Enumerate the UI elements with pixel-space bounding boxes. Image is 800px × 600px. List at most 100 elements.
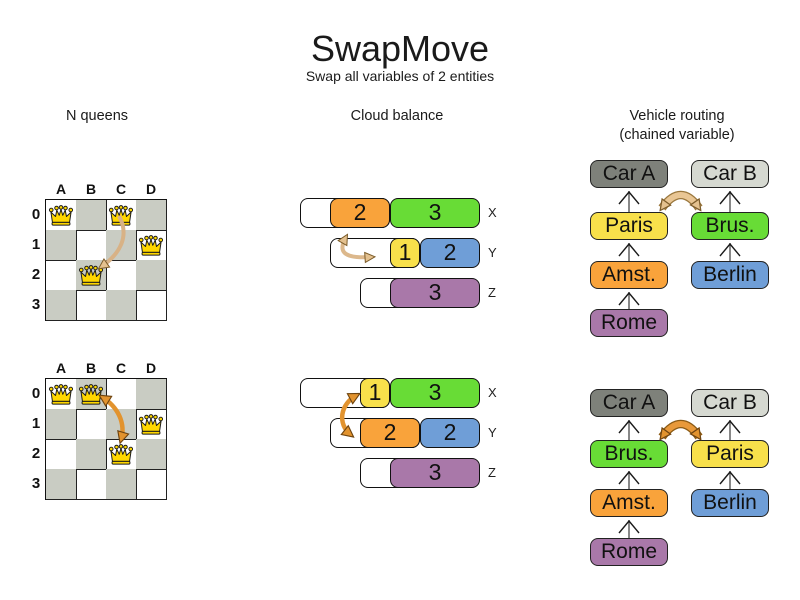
queen-A0 <box>46 200 76 230</box>
process-block-yellow: 1 <box>360 378 390 408</box>
board-cell-C2 <box>106 260 137 291</box>
swap-arrow-vehicle-after <box>662 421 699 437</box>
visit-box-rome: Rome <box>590 538 668 566</box>
nqueens-board-after: A B C D 0 1 2 3 <box>32 360 167 500</box>
board-cell-B1 <box>76 409 107 440</box>
board-row-label: 1 <box>31 236 41 253</box>
board-col-label: A <box>55 360 67 376</box>
board-cell-A3 <box>46 469 77 500</box>
swap-arrow-vehicle-before <box>662 192 699 208</box>
section-title-cloud-balance: Cloud balance <box>350 108 444 124</box>
computer-label-X: X <box>488 385 497 400</box>
visit-box-paris: Paris <box>691 440 769 468</box>
board-cell-D3 <box>136 469 167 500</box>
board-col-label: C <box>115 181 127 197</box>
swap-arrow-vehicle-after-outline <box>658 419 703 440</box>
queen-B0 <box>76 379 106 409</box>
queen-icon <box>138 414 164 435</box>
queen-icon <box>48 384 74 405</box>
process-block-orange: 2 <box>360 418 420 448</box>
board-row-label: 0 <box>31 206 41 223</box>
board-cell-D0 <box>136 200 167 231</box>
vehicle-box-car-a: Car A <box>590 389 668 417</box>
chain-link-arrowhead-icon <box>719 419 741 434</box>
board-row-label: 2 <box>31 445 41 462</box>
chain-link-arrowhead-icon <box>618 242 640 257</box>
chain-link-arrowhead-icon <box>618 190 640 205</box>
visit-box-amst-: Amst. <box>590 261 668 289</box>
vehicle-routing-title-line1: Vehicle routing <box>629 108 725 124</box>
board-cell-A2 <box>46 439 77 470</box>
process-block-blue: 2 <box>420 418 480 448</box>
chain-link-arrowhead-icon <box>719 190 741 205</box>
section-title-nqueens: N queens <box>65 108 129 124</box>
page-subtitle: Swap all variables of 2 entities <box>305 68 495 84</box>
queen-icon <box>78 384 104 405</box>
page-title: SwapMove <box>310 28 490 69</box>
process-block-purple: 3 <box>390 278 480 308</box>
swap-arrow-vehicle-before-outline <box>658 190 703 211</box>
queen-icon <box>108 205 134 226</box>
board-cell-D2 <box>136 439 167 470</box>
board-col-label: D <box>145 360 157 376</box>
visit-box-paris: Paris <box>590 212 668 240</box>
computer-label-Z: Z <box>488 285 496 300</box>
board-cell-C3 <box>106 469 137 500</box>
queen-icon <box>138 235 164 256</box>
board-cell-C1 <box>106 230 137 261</box>
chain-link-arrowhead-icon <box>618 291 640 306</box>
board-cell-A3 <box>46 290 77 321</box>
board-cell-B3 <box>76 290 107 321</box>
board-cell-B3 <box>76 469 107 500</box>
board-col-label: C <box>115 360 127 376</box>
visit-box-rome: Rome <box>590 309 668 337</box>
visit-box-berlin: Berlin <box>691 261 769 289</box>
computer-label-Y: Y <box>488 425 497 440</box>
queen-B2 <box>76 260 106 290</box>
queen-C0 <box>106 200 136 230</box>
board-row-label: 1 <box>31 415 41 432</box>
computer-label-X: X <box>488 205 497 220</box>
vehicle-box-car-b: Car B <box>691 389 769 417</box>
vehicle-box-car-b: Car B <box>691 160 769 188</box>
chain-link-arrowhead-icon <box>719 242 741 257</box>
process-block-green: 3 <box>390 378 480 408</box>
board-cell-A2 <box>46 260 77 291</box>
process-block-orange: 2 <box>330 198 390 228</box>
board-row-label: 0 <box>31 385 41 402</box>
board-cell-C0 <box>106 379 137 410</box>
board-cell-B2 <box>76 439 107 470</box>
board-cell-B0 <box>76 200 107 231</box>
chain-link-arrowhead-icon <box>618 419 640 434</box>
board-col-label: D <box>145 181 157 197</box>
vehicle-box-car-a: Car A <box>590 160 668 188</box>
board-cell-A1 <box>46 409 77 440</box>
process-block-green: 3 <box>390 198 480 228</box>
board-cell-C1 <box>106 409 137 440</box>
board-cell-C3 <box>106 290 137 321</box>
queen-C2 <box>106 439 136 469</box>
visit-box-brus-: Brus. <box>590 440 668 468</box>
chain-link-arrowhead-icon <box>618 470 640 485</box>
visit-box-amst-: Amst. <box>590 489 668 517</box>
board-col-label: B <box>85 181 97 197</box>
queen-icon <box>48 205 74 226</box>
chain-link-arrowhead-icon <box>618 519 640 534</box>
section-title-vehicle-routing: Vehicle routing (chained variable) <box>597 107 757 145</box>
board-row-label: 2 <box>31 266 41 283</box>
computer-label-Z: Z <box>488 465 496 480</box>
visit-box-brus-: Brus. <box>691 212 769 240</box>
board-cell-D0 <box>136 379 167 410</box>
board-col-label: B <box>85 360 97 376</box>
queen-D1 <box>136 409 166 439</box>
queen-A0 <box>46 379 76 409</box>
board-cell-A1 <box>46 230 77 261</box>
chain-connectors <box>618 190 741 538</box>
process-block-purple: 3 <box>390 458 480 488</box>
board-col-label: A <box>55 181 67 197</box>
board-cell-D3 <box>136 290 167 321</box>
queen-icon <box>78 265 104 286</box>
board-row-label: 3 <box>31 475 41 492</box>
